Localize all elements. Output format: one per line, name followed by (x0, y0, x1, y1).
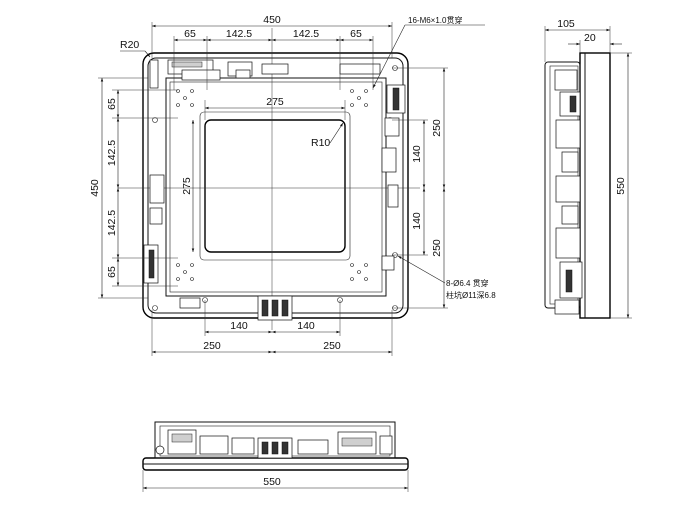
dim-left-seg-4: 65 (106, 266, 118, 278)
frame-components (143, 59, 406, 321)
dim-left-seg-2: 142.5 (106, 140, 118, 166)
callout-corner-radius: R20 (120, 39, 139, 51)
dim-right-inner-lower: 140 (411, 212, 423, 230)
dim-bottom-inner-right: 140 (297, 320, 315, 332)
dim-bottom-outer-right: 250 (323, 340, 341, 352)
dim-top-seg-2: 142.5 (226, 28, 252, 40)
dim-left-seg-3: 142.5 (106, 210, 118, 236)
dim-right-lower: 250 (431, 239, 443, 257)
dim-bottom-inner-left: 140 (230, 320, 248, 332)
callout-holes-line-1: 8-Ø6.4 贯穿 (446, 278, 489, 288)
dim-top-seg-4: 65 (350, 28, 362, 40)
dim-right-upper: 250 (431, 119, 443, 137)
dim-left-overall: 450 (89, 179, 101, 197)
callout-holes-line-2: 柱坑Ø11深6.8 (446, 290, 496, 300)
side-view: 105 20 550 (544, 18, 632, 319)
dim-top-seg-3: 142.5 (293, 28, 319, 40)
dim-top-seg-1: 65 (184, 28, 196, 40)
callout-window-radius: R10 (311, 137, 330, 149)
dim-side-plate: 20 (584, 32, 596, 44)
dim-left-seg-1: 65 (106, 98, 118, 110)
dim-window-height: 275 (181, 177, 193, 195)
central-window (204, 119, 346, 253)
dim-right-inner-upper: 140 (411, 145, 423, 163)
dim-side-depth: 105 (557, 18, 575, 30)
dim-window-width: 275 (266, 96, 284, 108)
front-view: 450 65 142.5 142.5 65 R20 16-M6×1.0贯穿 45… (89, 14, 496, 356)
dim-top-overall: 450 (263, 14, 281, 26)
dim-bottom-width: 550 (263, 476, 281, 488)
bottom-view: 550 (142, 421, 409, 492)
callout-threaded-holes: 16-M6×1.0贯穿 (408, 15, 462, 25)
dim-bottom-outer-left: 250 (203, 340, 221, 352)
inner-plate (165, 77, 387, 297)
dim-side-height: 550 (615, 177, 627, 195)
